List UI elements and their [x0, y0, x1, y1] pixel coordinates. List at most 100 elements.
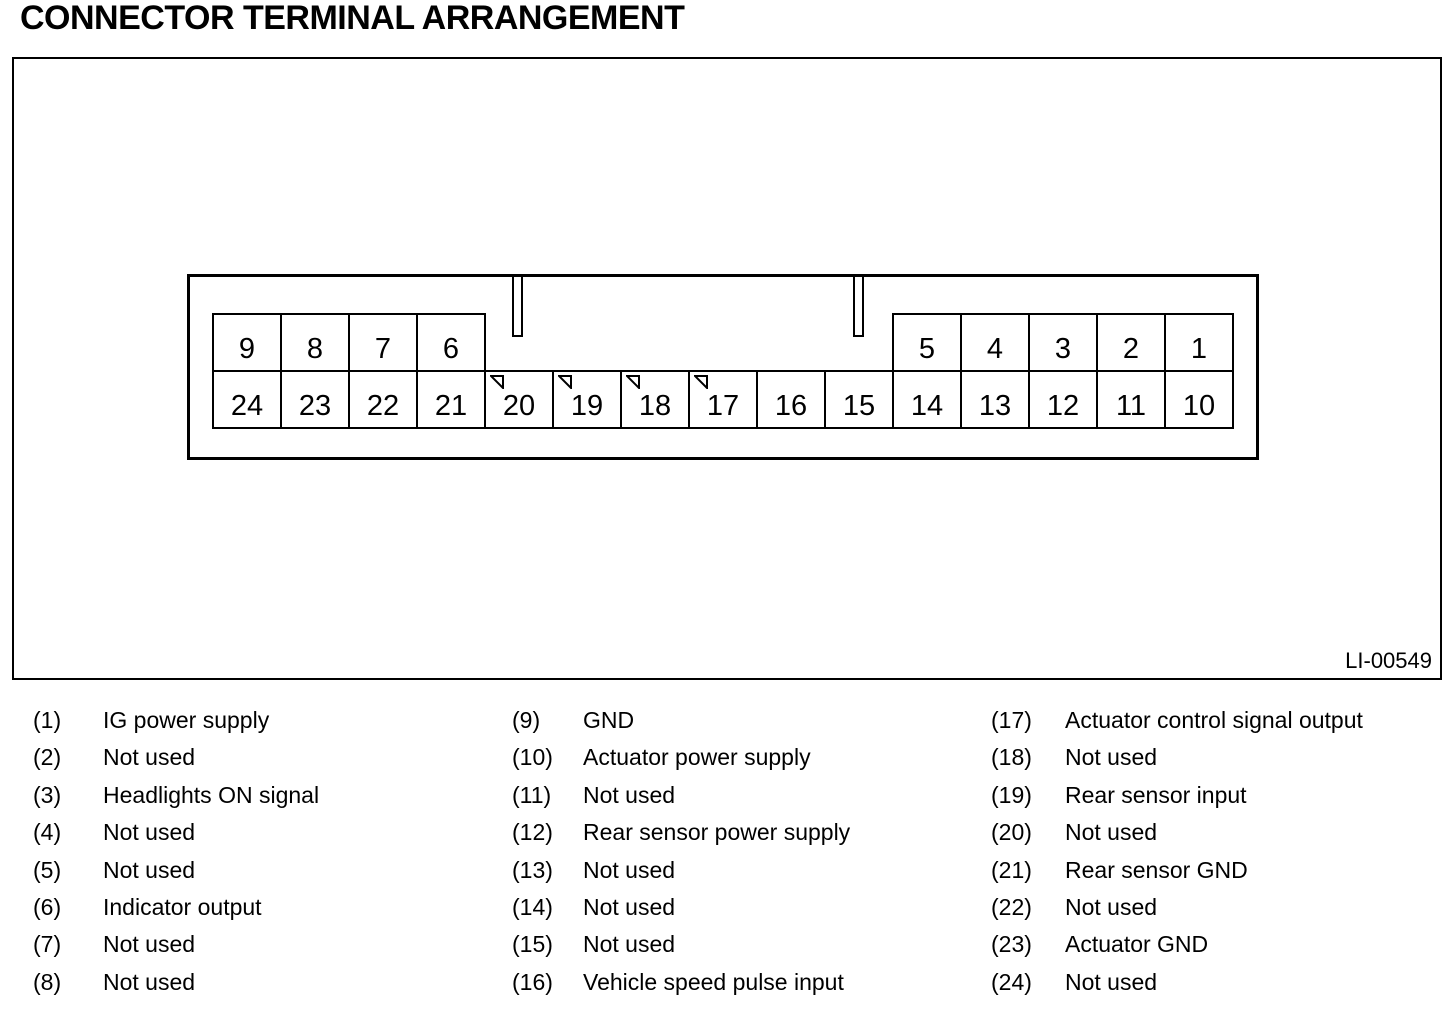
legend-item-number: (19)	[991, 781, 1032, 808]
legend-row: (3)Headlights ON signal	[33, 781, 319, 818]
terminal-number: 24	[230, 390, 264, 422]
terminal-cell-5: 5	[892, 313, 962, 372]
legend-row: (18)Not used	[991, 743, 1363, 780]
legend-row: (23) Actuator GND	[991, 930, 1363, 967]
legend-row: (15) Not used	[512, 930, 850, 967]
legend-row: (6) Indicator output	[33, 893, 319, 930]
legend-row: (11) Not used	[512, 781, 850, 818]
terminal-cell-3: 3	[1028, 313, 1098, 372]
legend-item-number: (3)	[33, 781, 62, 808]
terminal-number: 3	[1054, 333, 1072, 365]
legend-item-label: Rear sensor power supply	[583, 819, 851, 846]
legend-row: (7)Not used	[33, 930, 319, 967]
legend-item-label: Not used	[1065, 968, 1158, 995]
terminal-cell-15: 15	[824, 370, 894, 429]
figure-frame: 9 8 7 6 5 4 3 2 1 24 23 22 21 20 19 18 1…	[12, 57, 1442, 680]
legend-item-label: Not used	[1065, 893, 1158, 920]
terminal-cell-24: 24	[212, 370, 282, 429]
terminal-cell-13: 13	[960, 370, 1030, 429]
legend-item-label: IG power supply	[103, 707, 270, 733]
legend-item-label: Not used	[103, 856, 196, 883]
legend-row: (9)GND	[512, 706, 850, 743]
terminal-number: 21	[434, 390, 468, 422]
terminal-number: 5	[918, 333, 936, 365]
terminal-cell-16: 16	[756, 370, 826, 429]
legend-column-1: (1)IG power supply (2)Not used (3)Headli…	[33, 706, 319, 1005]
legend-item-label: Not used	[103, 819, 196, 846]
terminal-cell-18: 18	[620, 370, 690, 429]
terminal-number: 17	[706, 390, 740, 422]
terminal-cell-22: 22	[348, 370, 418, 429]
legend-item-number: (14)	[512, 893, 553, 920]
legend-item-label: Not used	[583, 931, 676, 958]
legend-item-number: (12)	[512, 819, 553, 846]
legend-row: (20)Not used	[991, 818, 1363, 855]
legend-row: (24) Not used	[991, 968, 1363, 1005]
terminal-number: 18	[638, 390, 672, 422]
terminal-cell-23: 23	[280, 370, 350, 429]
terminal-number: 20	[502, 390, 536, 422]
terminal-row-bottom: 24 23 22 21 20 19 18 17 16 15 14 13 12 1…	[212, 370, 1234, 429]
legend-item-number: (23)	[991, 931, 1032, 958]
legend-item-number: (16)	[512, 968, 553, 995]
legend-item-number: (6)	[33, 893, 62, 920]
legend-row: (17) Actuator control signal output	[991, 706, 1363, 743]
terminal-number: 16	[774, 390, 808, 422]
legend-row: (14)Not used	[512, 893, 850, 930]
terminal-number: 1	[1190, 333, 1208, 365]
terminal-number: 6	[442, 333, 460, 365]
legend-column-3: (17) Actuator control signal output (18)N…	[991, 706, 1363, 1005]
terminal-cell-12: 12	[1028, 370, 1098, 429]
legend-item-number: (7)	[33, 931, 62, 958]
terminal-mark-icon	[694, 375, 708, 389]
legend-item-number: (4)	[33, 819, 62, 846]
legend-item-number: (2)	[33, 744, 62, 771]
legend-item-label: Actuator GND	[1065, 931, 1209, 958]
legend-item-label: Indicator output	[103, 893, 262, 920]
terminal-cell-10: 10	[1164, 370, 1234, 429]
legend-item-number: (15)	[512, 931, 553, 958]
legend-row: (16) Vehicle speed pulse input	[512, 968, 850, 1005]
legend-item-label: Not used	[103, 968, 196, 995]
figure-code: LI-00549	[1345, 648, 1432, 673]
terminal-cell-1: 1	[1164, 313, 1234, 372]
terminal-number: 4	[986, 333, 1004, 365]
legend-item-label: Actuator control signal output	[1065, 707, 1363, 733]
connector-tab-right	[853, 277, 864, 337]
terminal-number: 10	[1182, 390, 1216, 422]
legend-row: (22) Not used	[991, 893, 1363, 930]
legend-row: (2) Not used	[33, 743, 319, 780]
terminal-cell-21: 21	[416, 370, 486, 429]
legend-item-number: (22)	[991, 893, 1032, 920]
terminal-number: 22	[366, 390, 400, 422]
terminal-number: 13	[978, 390, 1012, 422]
legend-row: (21)Rear sensor GND	[991, 856, 1363, 893]
legend-item-number: (17)	[991, 707, 1032, 733]
terminal-number: 19	[570, 390, 604, 422]
terminal-number: 15	[842, 390, 876, 422]
legend-item-label: Not used	[583, 781, 676, 808]
legend-item-number: (10)	[512, 744, 553, 771]
legend-item-label: GND	[583, 707, 635, 733]
legend-item-number: (5)	[33, 856, 62, 883]
terminal-cell-19: 19	[552, 370, 622, 429]
legend-item-label: Vehicle speed pulse input	[583, 968, 844, 995]
terminal-cell-11: 11	[1096, 370, 1166, 429]
terminal-cell-6: 6	[416, 313, 486, 372]
terminal-cell-20: 20	[484, 370, 554, 429]
legend-item-label: Rear sensor input	[1065, 781, 1247, 808]
terminal-cell-9: 9	[212, 313, 282, 372]
legend-item-label: Not used	[103, 744, 196, 771]
legend-item-label: Not used	[1065, 819, 1158, 846]
legend-column-2: (9)GND (10)Actuator power supply (11) Not…	[512, 706, 850, 1005]
terminal-number: 23	[298, 390, 332, 422]
legend-row: (13)Not used	[512, 856, 850, 893]
terminal-cell-2: 2	[1096, 313, 1166, 372]
terminal-number: 9	[238, 333, 256, 365]
legend-row: (10)Actuator power supply	[512, 743, 850, 780]
legend-item-number: (11)	[512, 781, 552, 808]
legend-row: (5) Not used	[33, 856, 319, 893]
terminal-number: 8	[306, 333, 324, 365]
legend-item-number: (24)	[991, 968, 1032, 995]
